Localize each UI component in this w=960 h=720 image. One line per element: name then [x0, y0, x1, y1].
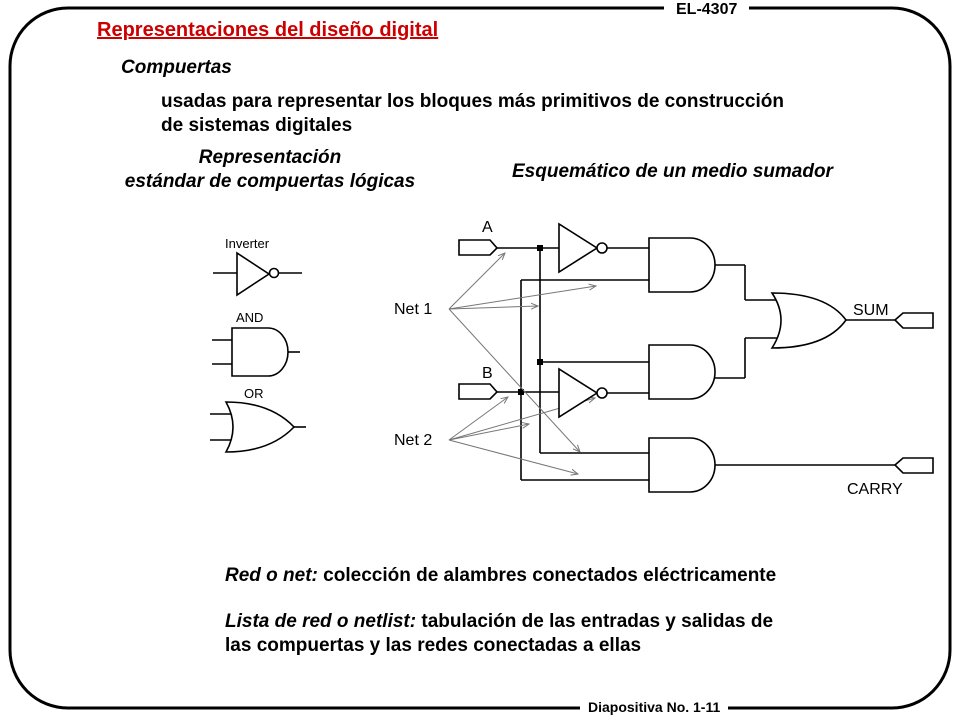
and-symbol — [212, 327, 300, 377]
or-gate — [770, 292, 847, 349]
input-port-a — [458, 239, 499, 256]
slide-title: Representaciones del diseño digital — [97, 19, 439, 41]
and-gate-1 — [648, 237, 716, 293]
netlist-definition-line-1: Lista de red o netlist: tabulación de la… — [225, 611, 773, 633]
net1-label: Net 1 — [394, 301, 432, 318]
carry-label: CARRY — [847, 481, 903, 498]
and-label: AND — [236, 310, 263, 325]
or-symbol — [210, 401, 306, 453]
input-a-label: A — [482, 219, 493, 236]
input-port-b — [458, 383, 499, 400]
netlist-text-line-1: tabulación de las entradas y salidas de — [416, 611, 774, 632]
gates-caption-line-2: estándar de compuertas lógicas — [124, 171, 416, 192]
net-term: Red o net: — [225, 565, 318, 586]
inverter-symbol — [213, 251, 302, 297]
netlist-definition-line-2: las compuertas y las redes conectadas a … — [225, 635, 642, 656]
net-definition: Red o net: colección de alambres conecta… — [225, 565, 776, 587]
gates-caption-line-1: Representación — [198, 147, 342, 168]
gate-symbol-legend: Inverter AND OR — [210, 236, 306, 453]
inverter-gate-a — [558, 222, 608, 274]
schematic-caption: Esquemático de un medio sumador — [512, 161, 833, 182]
net-text: colección de alambres conectados eléctri… — [317, 565, 777, 586]
slide-number: Diapositiva No. 1-11 — [580, 697, 729, 717]
sum-label: SUM — [853, 302, 889, 319]
course-code: EL-4307 — [664, 0, 750, 20]
net2-label: Net 2 — [394, 432, 432, 449]
section-heading: Compuertas — [121, 57, 232, 78]
and-gate-3 — [648, 437, 716, 493]
output-port-sum — [893, 312, 934, 329]
output-port-carry — [893, 457, 934, 474]
description-line-2: de sistemas digitales — [161, 115, 353, 136]
and-gate-2 — [648, 344, 716, 400]
inverter-label: Inverter — [225, 236, 270, 251]
inverter-gate-b — [558, 367, 608, 419]
or-label: OR — [244, 386, 264, 401]
description-line-1: usadas para representar los bloques más … — [161, 91, 784, 112]
netlist-term: Lista de red o netlist: — [225, 611, 417, 632]
input-b-label: B — [482, 365, 493, 382]
half-adder-schematic: A B Net 1 Net 2 SUM CARRY — [394, 219, 934, 498]
